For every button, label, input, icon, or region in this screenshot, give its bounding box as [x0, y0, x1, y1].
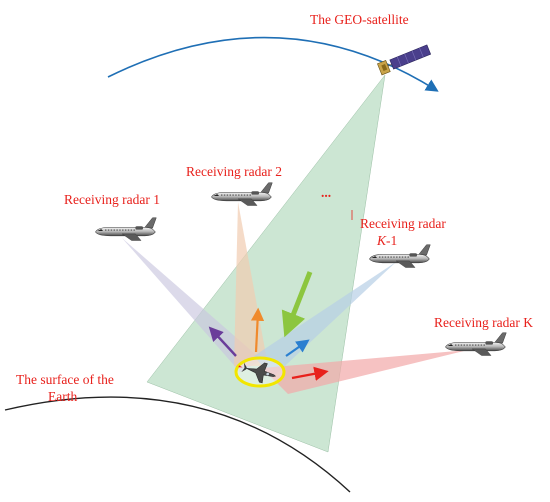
- aircraft-icon-radar-k-minus-1: [369, 244, 431, 269]
- label-k-suffix: -1: [386, 233, 397, 248]
- label-satellite: The GEO-satellite: [310, 12, 409, 27]
- label-radar-k-minus-1-line1: Receiving radar: [360, 216, 446, 231]
- geo-satellite-icon: [377, 44, 432, 76]
- label-earth-line2: Earth: [48, 389, 77, 404]
- beam-radar-1: [122, 238, 262, 372]
- label-radar-k: Receiving radar K: [434, 315, 533, 330]
- arrow-red: [291, 366, 329, 381]
- label-earth-line1: The surface of the: [16, 372, 114, 387]
- arrow-blue: [285, 339, 310, 357]
- fighter-jet-icon: [238, 362, 276, 384]
- label-radar-1: Receiving radar 1: [64, 192, 160, 207]
- arrow-purple: [208, 326, 237, 357]
- label-ellipsis: ...: [321, 185, 331, 200]
- label-radar-k-minus-1-line2: K-1: [376, 233, 397, 248]
- arrow-green: [281, 271, 313, 338]
- label-k-italic: K: [376, 233, 387, 248]
- aircraft-icon-radar-1: [95, 217, 157, 242]
- beam-radar-2: [234, 202, 268, 366]
- earth-surface-curve: [4, 396, 351, 493]
- beam-radar-k: [262, 350, 468, 394]
- illumination-beam: [146, 74, 386, 453]
- aircraft-icon-radar-2: [211, 182, 273, 207]
- beam-radar-k-minus-1: [254, 262, 396, 378]
- label-radar-2: Receiving radar 2: [186, 164, 282, 179]
- arrow-orange: [250, 307, 265, 353]
